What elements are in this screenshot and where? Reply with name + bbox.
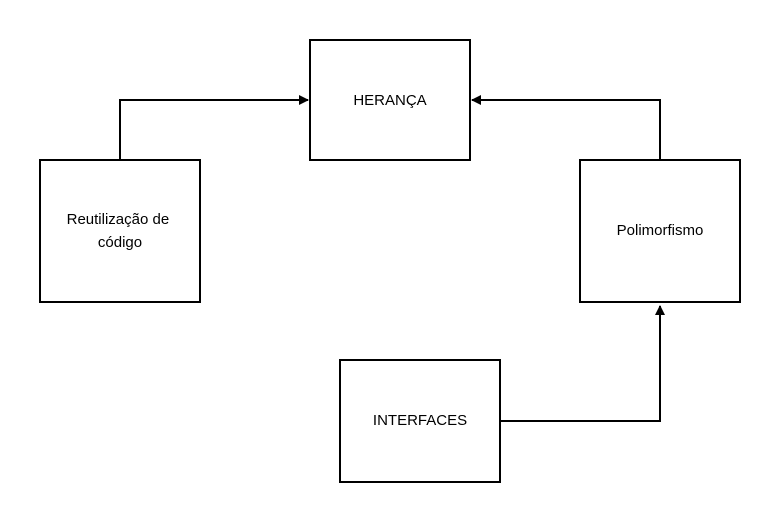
node-interfaces-label: INTERFACES [373,412,467,429]
node-heranca-label: HERANÇA [353,92,426,109]
node-reutilizacao-label-line-2: código [98,234,142,251]
node-heranca-box [309,39,471,161]
node-polimorfismo[interactable]: Polimorfismo [579,159,741,303]
edge-interfaces-to-polimorfismo [500,305,665,422]
edge-polimorfismo-to-heranca [471,95,661,160]
node-interfaces[interactable]: INTERFACES [339,359,501,483]
node-reutilizacao[interactable]: Reutilização de código [39,159,201,303]
edge-reutilizacao-to-heranca [119,95,309,160]
node-reutilizacao-label-line-1: Reutilização de [67,211,170,228]
node-reutilizacao-label: Reutilização de código [67,211,174,251]
node-interfaces-box [339,359,501,483]
node-polimorfismo-label: Polimorfismo [617,222,704,239]
node-heranca[interactable]: HERANÇA [309,39,471,161]
node-reutilizacao-box [39,159,201,303]
node-polimorfismo-box [579,159,741,303]
